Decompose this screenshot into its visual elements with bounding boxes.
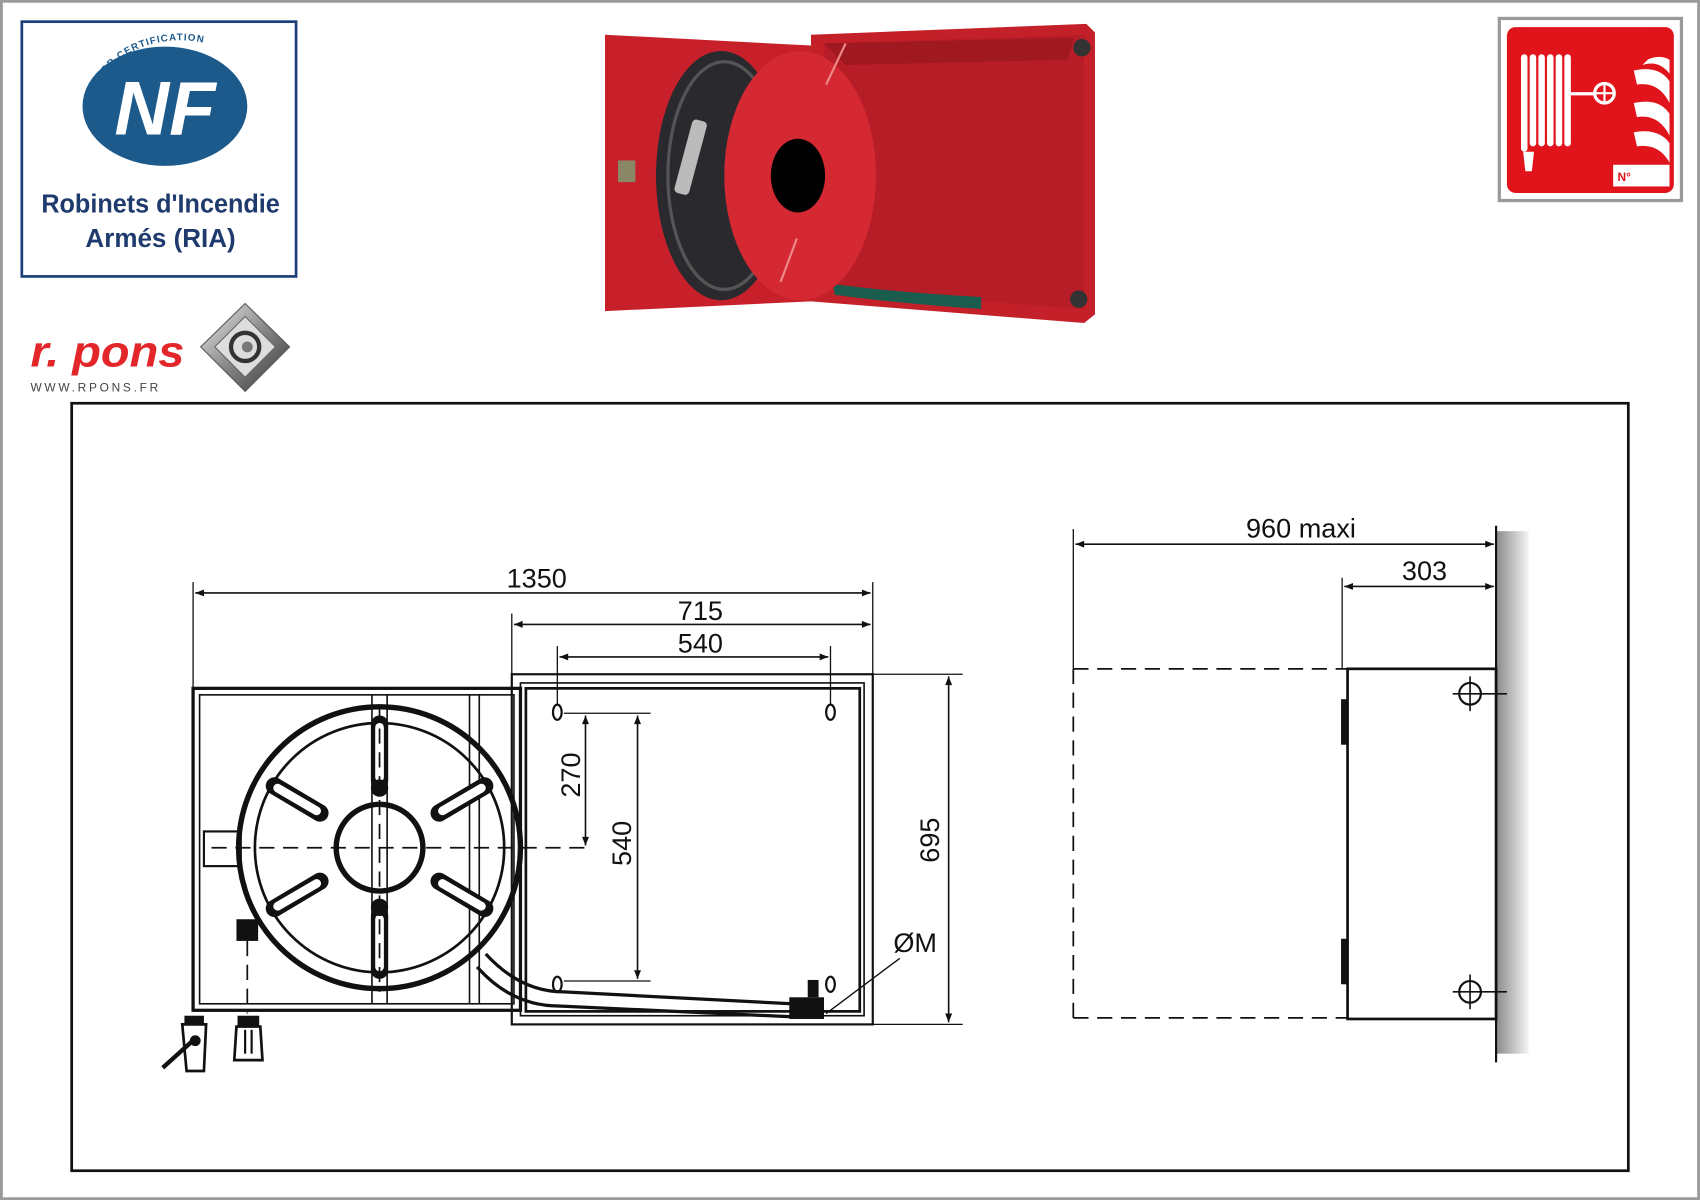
dim-fixing-height: 540 <box>606 821 637 866</box>
wall <box>1496 531 1529 1054</box>
brand-name: r. pons <box>30 328 184 376</box>
dim-height: 695 <box>914 817 945 862</box>
sign-number-field <box>1613 164 1670 187</box>
rpons-diamond-icon <box>199 302 291 393</box>
fire-hose-sign: N° <box>1497 16 1684 203</box>
cabinet-photo <box>605 23 1095 324</box>
hose-reel-icon <box>1521 54 1616 172</box>
nf-certification-logo: NF PAR AFNOR CERTIFICATION Robinets d'In… <box>20 20 298 278</box>
nf-letters: NF <box>114 66 217 151</box>
valve-icon <box>161 1015 208 1073</box>
fixing-crosshair-icon <box>1452 676 1507 712</box>
hinge-icon <box>618 160 636 183</box>
rpons-logo: r. pons WWW.RPONS.FR <box>30 302 291 394</box>
hinge-icon <box>1341 699 1348 745</box>
drawing-frame <box>70 401 1630 1173</box>
dim-total-width: 1350 <box>507 563 567 594</box>
sign-number-label: N° <box>1617 170 1631 184</box>
nozzle-icon <box>674 119 707 195</box>
nozzle-icon <box>232 1015 264 1062</box>
dim-cabinet-width: 715 <box>678 595 723 626</box>
fixing-hole-icons <box>551 703 836 993</box>
flame-icon <box>1633 56 1670 163</box>
cabinet-side <box>1346 667 1498 1021</box>
brand-website: WWW.RPONS.FR <box>30 380 160 394</box>
nf-line1: Robinets d'Incendie <box>41 188 279 218</box>
dim-inlet: ØM <box>893 927 937 958</box>
hinge-icon <box>1341 938 1348 985</box>
screw-icon <box>1073 39 1091 57</box>
nf-line2: Armés (RIA) <box>85 223 235 253</box>
screw-icon <box>1070 290 1088 308</box>
front-view: 1350 715 540 695 270 540 ØM <box>161 563 963 1073</box>
hose-reel-drawing <box>211 704 586 992</box>
dim-max-depth: 960 maxi <box>1246 513 1356 544</box>
fixing-crosshair-icon <box>1452 974 1507 1010</box>
dim-fixing-width: 540 <box>678 628 723 659</box>
dim-axis-height: 270 <box>555 752 586 797</box>
dim-depth: 303 <box>1402 555 1447 586</box>
side-view: 960 maxi 303 <box>1072 513 1529 1063</box>
nf-ellipse <box>82 46 248 166</box>
